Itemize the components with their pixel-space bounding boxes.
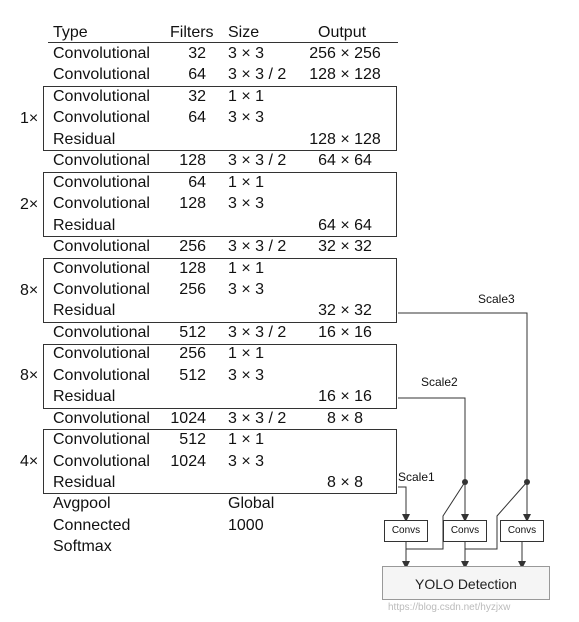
convs-box-1: Convs — [384, 520, 428, 542]
cell-output: 64 × 64 — [318, 216, 372, 234]
cell-size: Global — [228, 495, 275, 513]
residual-block-1 — [43, 86, 397, 151]
cell-output: 8 × 8 — [326, 474, 364, 491]
header-type: Type — [53, 24, 88, 41]
cell-type: Convolutional — [53, 66, 150, 84]
cell-type: Convolutional — [53, 452, 150, 470]
cell-type: Convolutional — [53, 173, 150, 191]
cell-filters: 32 — [188, 45, 206, 62]
cell-type: Convolutional — [53, 366, 150, 384]
cell-filters: 64 — [188, 66, 206, 84]
scale1-line — [398, 486, 410, 522]
block-multiplier: 4× — [20, 453, 39, 470]
cell-output: 128 × 128 — [309, 130, 381, 148]
cell-size: 3 × 3 — [228, 280, 265, 298]
watermark: https://blog.csdn.net/hyzjxw — [388, 602, 511, 613]
block-multiplier: 8× — [20, 282, 39, 299]
cell-type: Convolutional — [53, 45, 150, 62]
header-size: Size — [228, 24, 260, 41]
cell-type: Convolutional — [53, 409, 150, 427]
cell-filters: 128 — [179, 195, 206, 213]
cell-size: 3 × 3 — [228, 109, 265, 127]
cell-output: 64 × 64 — [318, 152, 372, 170]
cell-filters: 128 — [179, 259, 206, 277]
scale1-label: Scale1 — [398, 470, 435, 484]
cell-type: Avgpool — [53, 495, 111, 513]
cell-output: 32 × 32 — [318, 238, 372, 256]
cell-size: 1 × 1 — [228, 87, 265, 105]
cell-type: Convolutional — [53, 345, 150, 363]
junction-dot — [462, 479, 468, 485]
cell-type: Connected — [53, 516, 131, 534]
cell-size: 3 × 3 / 2 — [228, 409, 287, 427]
cell-size: 1 × 1 — [228, 173, 265, 191]
cell-filters: 512 — [179, 431, 206, 449]
residual-block-3 — [43, 258, 397, 323]
cell-type: Convolutional — [53, 87, 150, 105]
cell-filters: 1024 — [170, 452, 206, 470]
residual-block-2 — [43, 172, 397, 237]
cell-size: 1000 — [228, 516, 264, 534]
cell-output: 256 × 256 — [309, 45, 381, 62]
residual-block-5 — [43, 429, 397, 494]
cell-size: 1 × 1 — [228, 431, 265, 449]
scale3-line — [398, 312, 531, 522]
cell-size: 3 × 3 / 2 — [228, 152, 287, 170]
scale2-label: Scale2 — [421, 375, 458, 389]
cell-type: Residual — [53, 130, 116, 148]
header-output: Output — [318, 24, 367, 41]
cell-filters: 512 — [179, 323, 206, 341]
cell-type: Convolutional — [53, 195, 150, 213]
header-rule — [48, 42, 398, 43]
cell-filters: 64 — [188, 109, 206, 127]
cell-output: 128 × 128 — [309, 66, 381, 84]
scale3-label: Scale3 — [478, 292, 515, 306]
cell-size: 3 × 3 — [228, 45, 265, 62]
cell-type: Residual — [53, 474, 116, 491]
cell-type: Residual — [53, 388, 116, 406]
block-multiplier: 8× — [20, 367, 39, 384]
cell-type: Convolutional — [53, 280, 150, 298]
cell-size: 3 × 3 — [228, 366, 265, 384]
cell-type: Softmax — [53, 538, 112, 556]
block-multiplier: 1× — [20, 110, 39, 127]
residual-block-4 — [43, 344, 397, 409]
block-multiplier: 2× — [20, 196, 39, 213]
cell-filters: 32 — [188, 87, 206, 105]
cell-type: Convolutional — [53, 152, 150, 170]
cell-filters: 64 — [188, 173, 206, 191]
yolo-detection-box: YOLO Detection — [382, 566, 550, 600]
cell-output: 16 × 16 — [318, 388, 372, 406]
cell-type: Convolutional — [53, 238, 150, 256]
cell-filters: 256 — [179, 280, 206, 298]
cell-size: 3 × 3 / 2 — [228, 238, 287, 256]
cell-output: 8 × 8 — [326, 409, 364, 427]
scale2-line — [398, 397, 469, 522]
cell-filters: 256 — [179, 238, 206, 256]
header-filters: Filters — [170, 24, 214, 41]
cell-output: 32 × 32 — [318, 302, 372, 320]
cell-filters: 256 — [179, 345, 206, 363]
cell-type: Residual — [53, 216, 116, 234]
convs-box-2: Convs — [443, 520, 487, 542]
cell-type: Convolutional — [53, 431, 150, 449]
cell-filters: 512 — [179, 366, 206, 384]
cell-size: 3 × 3 — [228, 452, 265, 470]
cell-type: Convolutional — [53, 323, 150, 341]
cell-type: Convolutional — [53, 109, 150, 127]
convs-box-3: Convs — [500, 520, 544, 542]
junction-dot — [524, 479, 530, 485]
cell-size: 1 × 1 — [228, 259, 265, 277]
cell-filters: 128 — [179, 152, 206, 170]
cell-size: 3 × 3 / 2 — [228, 323, 287, 341]
cell-filters: 1024 — [170, 409, 206, 427]
cell-size: 1 × 1 — [228, 345, 265, 363]
cell-type: Convolutional — [53, 259, 150, 277]
cell-size: 3 × 3 — [228, 195, 265, 213]
cell-type: Residual — [53, 302, 116, 320]
cell-output: 16 × 16 — [318, 323, 372, 341]
cell-size: 3 × 3 / 2 — [228, 66, 287, 84]
